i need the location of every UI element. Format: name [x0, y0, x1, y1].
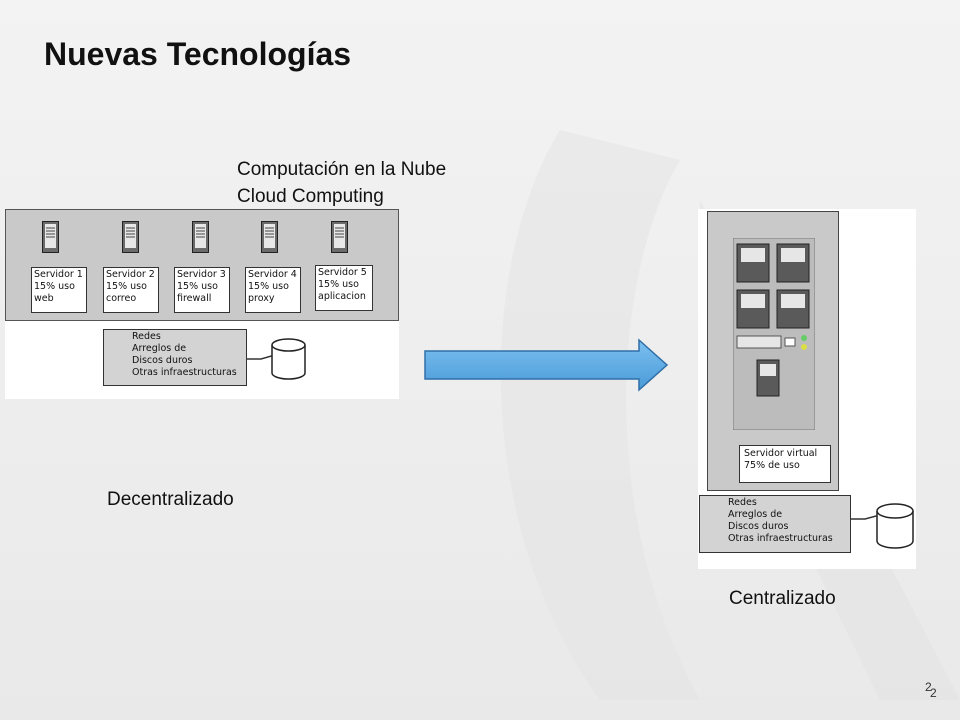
server-2-usage: 15% uso: [106, 281, 147, 292]
subtitle-line-2: Cloud Computing: [237, 186, 384, 207]
infra-item-networks: Redes: [132, 331, 161, 342]
subtitle: Computación en la Nube Cloud Computing: [237, 156, 446, 210]
server-tower-icon: [122, 221, 139, 253]
database-cylinder-icon: [271, 338, 306, 380]
server-1-usage: 15% uso: [34, 281, 75, 292]
server-5-role: aplicacion: [318, 291, 366, 302]
server-2-role: correo: [106, 293, 137, 304]
infrastructure-box: Redes Arreglos de Discos duros Otras inf…: [103, 329, 247, 386]
virtual-server-name: Servidor virtual: [744, 448, 818, 459]
infra-item-disks: Discos duros: [728, 521, 789, 532]
connector-line: [850, 514, 880, 520]
server-3-name: Servidor 3: [177, 269, 226, 280]
server-tower-icon: [261, 221, 278, 253]
server-3-role: firewall: [177, 293, 212, 304]
server-tower-icon: [42, 221, 59, 253]
rack-servers-icon: [733, 238, 815, 430]
decentralized-diagram: Servidor 1 15% uso web Servidor 2 15% us…: [5, 209, 399, 399]
infrastructure-box: Redes Arreglos de Discos duros Otras inf…: [699, 495, 851, 553]
server-tower-icon: [331, 221, 348, 253]
server-2-name: Servidor 2: [106, 269, 155, 280]
connector-line: [247, 354, 275, 360]
server-box-2: Servidor 2 15% uso correo: [103, 267, 159, 313]
server-box-1: Servidor 1 15% uso web: [31, 267, 87, 313]
server-rack-band: Servidor 1 15% uso web Servidor 2 15% us…: [5, 209, 399, 321]
server-5-name: Servidor 5: [318, 267, 367, 278]
subtitle-line-1: Computación en la Nube: [237, 159, 447, 180]
server-1-role: web: [34, 293, 54, 304]
centralized-diagram: Servidor virtual 75% de uso Redes Arregl…: [698, 209, 916, 569]
server-4-name: Servidor 4: [248, 269, 297, 280]
decentralized-label: Decentralizado: [107, 489, 234, 510]
infra-item-arrays: Arreglos de: [132, 343, 187, 354]
page-number-shadow: 2: [930, 686, 937, 700]
server-box-4: Servidor 4 15% uso proxy: [245, 267, 301, 313]
infra-item-other: Otras infraestructuras: [728, 533, 833, 544]
infra-item-other: Otras infraestructuras: [132, 367, 237, 378]
infra-item-arrays: Arreglos de: [728, 509, 783, 520]
infra-item-disks: Discos duros: [132, 355, 193, 366]
server-box-3: Servidor 3 15% uso firewall: [174, 267, 230, 313]
centralized-label: Centralizado: [729, 588, 836, 609]
server-3-usage: 15% uso: [177, 281, 218, 292]
server-box-5: Servidor 5 15% uso aplicacion: [315, 265, 373, 311]
server-4-usage: 15% uso: [248, 281, 289, 292]
database-cylinder-icon: [876, 503, 914, 549]
server-tower-icon: [192, 221, 209, 253]
virtual-server-box: Servidor virtual 75% de uso: [739, 445, 831, 483]
server-1-name: Servidor 1: [34, 269, 83, 280]
right-arrow-icon: [424, 338, 668, 392]
page-title: Nuevas Tecnologías: [44, 36, 352, 72]
virtual-server-usage: 75% de uso: [744, 460, 800, 471]
infra-item-networks: Redes: [728, 497, 757, 508]
server-cabinet: Servidor virtual 75% de uso: [707, 211, 839, 491]
server-4-role: proxy: [248, 293, 275, 304]
server-5-usage: 15% uso: [318, 279, 359, 290]
page-number: 2: [925, 680, 932, 694]
